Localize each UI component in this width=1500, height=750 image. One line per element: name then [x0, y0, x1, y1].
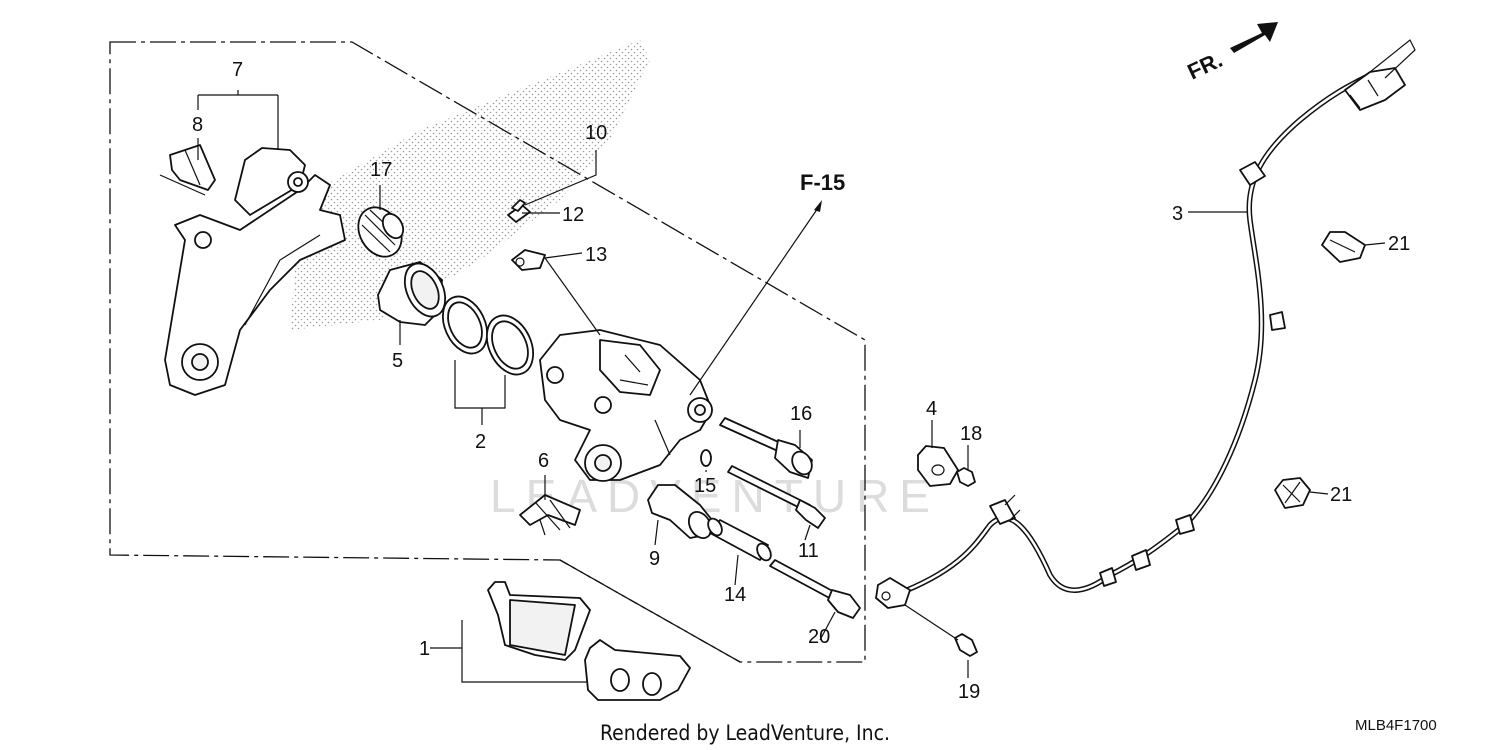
caliper-body-10[interactable] — [539, 329, 713, 482]
bleeder-screw-12[interactable] — [507, 199, 531, 223]
caliper-bracket-7[interactable] — [164, 147, 346, 396]
callout-4[interactable]: 4 — [926, 398, 937, 420]
speed-sensor-cable-3[interactable] — [875, 39, 1416, 609]
diagram-code: MLB4F1700 — [1355, 717, 1437, 734]
callout-13[interactable]: 13 — [585, 244, 607, 266]
piston-seals-2[interactable] — [434, 289, 542, 382]
callout-15[interactable]: 15 — [694, 475, 716, 497]
callout-21-lower[interactable]: 21 — [1330, 484, 1352, 506]
callout-3[interactable]: 3 — [1172, 203, 1183, 225]
washer-15[interactable] — [700, 449, 712, 467]
callout-6[interactable]: 6 — [538, 450, 549, 472]
stipple-shading — [290, 40, 650, 330]
callout-7[interactable]: 7 — [232, 59, 243, 81]
callout-labels: 1 2 3 4 5 6 7 8 9 10 11 12 13 14 15 16 1… — [192, 59, 1410, 703]
callout-9[interactable]: 9 — [649, 548, 660, 570]
f15-reference[interactable]: F-15 — [689, 170, 845, 396]
bleeder-cap-13[interactable] — [511, 249, 546, 271]
slide-pin-11[interactable] — [727, 465, 826, 529]
callout-12[interactable]: 12 — [562, 204, 584, 226]
cable-clamp-21-upper[interactable] — [1321, 231, 1366, 263]
pad-spring-8[interactable] — [159, 144, 216, 196]
bolt-18[interactable] — [956, 467, 976, 487]
assembly-boundary-10 — [109, 41, 866, 663]
callout-11[interactable]: 11 — [798, 540, 819, 562]
assembly-boundary-pads — [559, 559, 741, 663]
callout-21-upper[interactable]: 21 — [1388, 233, 1410, 255]
callout-14[interactable]: 14 — [724, 584, 746, 606]
footer-credit: Rendered by LeadVenture, Inc. — [600, 721, 890, 745]
boot-17[interactable] — [350, 199, 411, 264]
bolt-19[interactable] — [954, 633, 978, 657]
callout-17[interactable]: 17 — [370, 159, 392, 181]
sensor-bracket-4[interactable] — [917, 445, 959, 487]
fr-label: FR. — [1184, 47, 1227, 85]
callout-2[interactable]: 2 — [475, 431, 486, 453]
callout-19[interactable]: 19 — [958, 681, 980, 703]
cable-clamp-21-lower[interactable] — [1274, 477, 1311, 509]
callout-20[interactable]: 20 — [808, 626, 830, 648]
pin-bolt-16[interactable] — [719, 417, 816, 479]
front-direction-marker: FR. — [1184, 22, 1278, 85]
sleeve-14[interactable] — [705, 516, 773, 563]
reference-label: F-15 — [800, 170, 845, 195]
piston-5[interactable] — [377, 257, 453, 326]
leader-lines — [197, 90, 1386, 683]
callout-16[interactable]: 16 — [790, 403, 812, 425]
callout-18[interactable]: 18 — [960, 423, 982, 445]
callout-8[interactable]: 8 — [192, 114, 203, 136]
brake-pads-1[interactable] — [487, 581, 691, 701]
callout-5[interactable]: 5 — [392, 350, 403, 372]
callout-1[interactable]: 1 — [419, 638, 430, 660]
callout-10[interactable]: 10 — [585, 122, 607, 144]
bolt-20[interactable] — [769, 559, 861, 619]
